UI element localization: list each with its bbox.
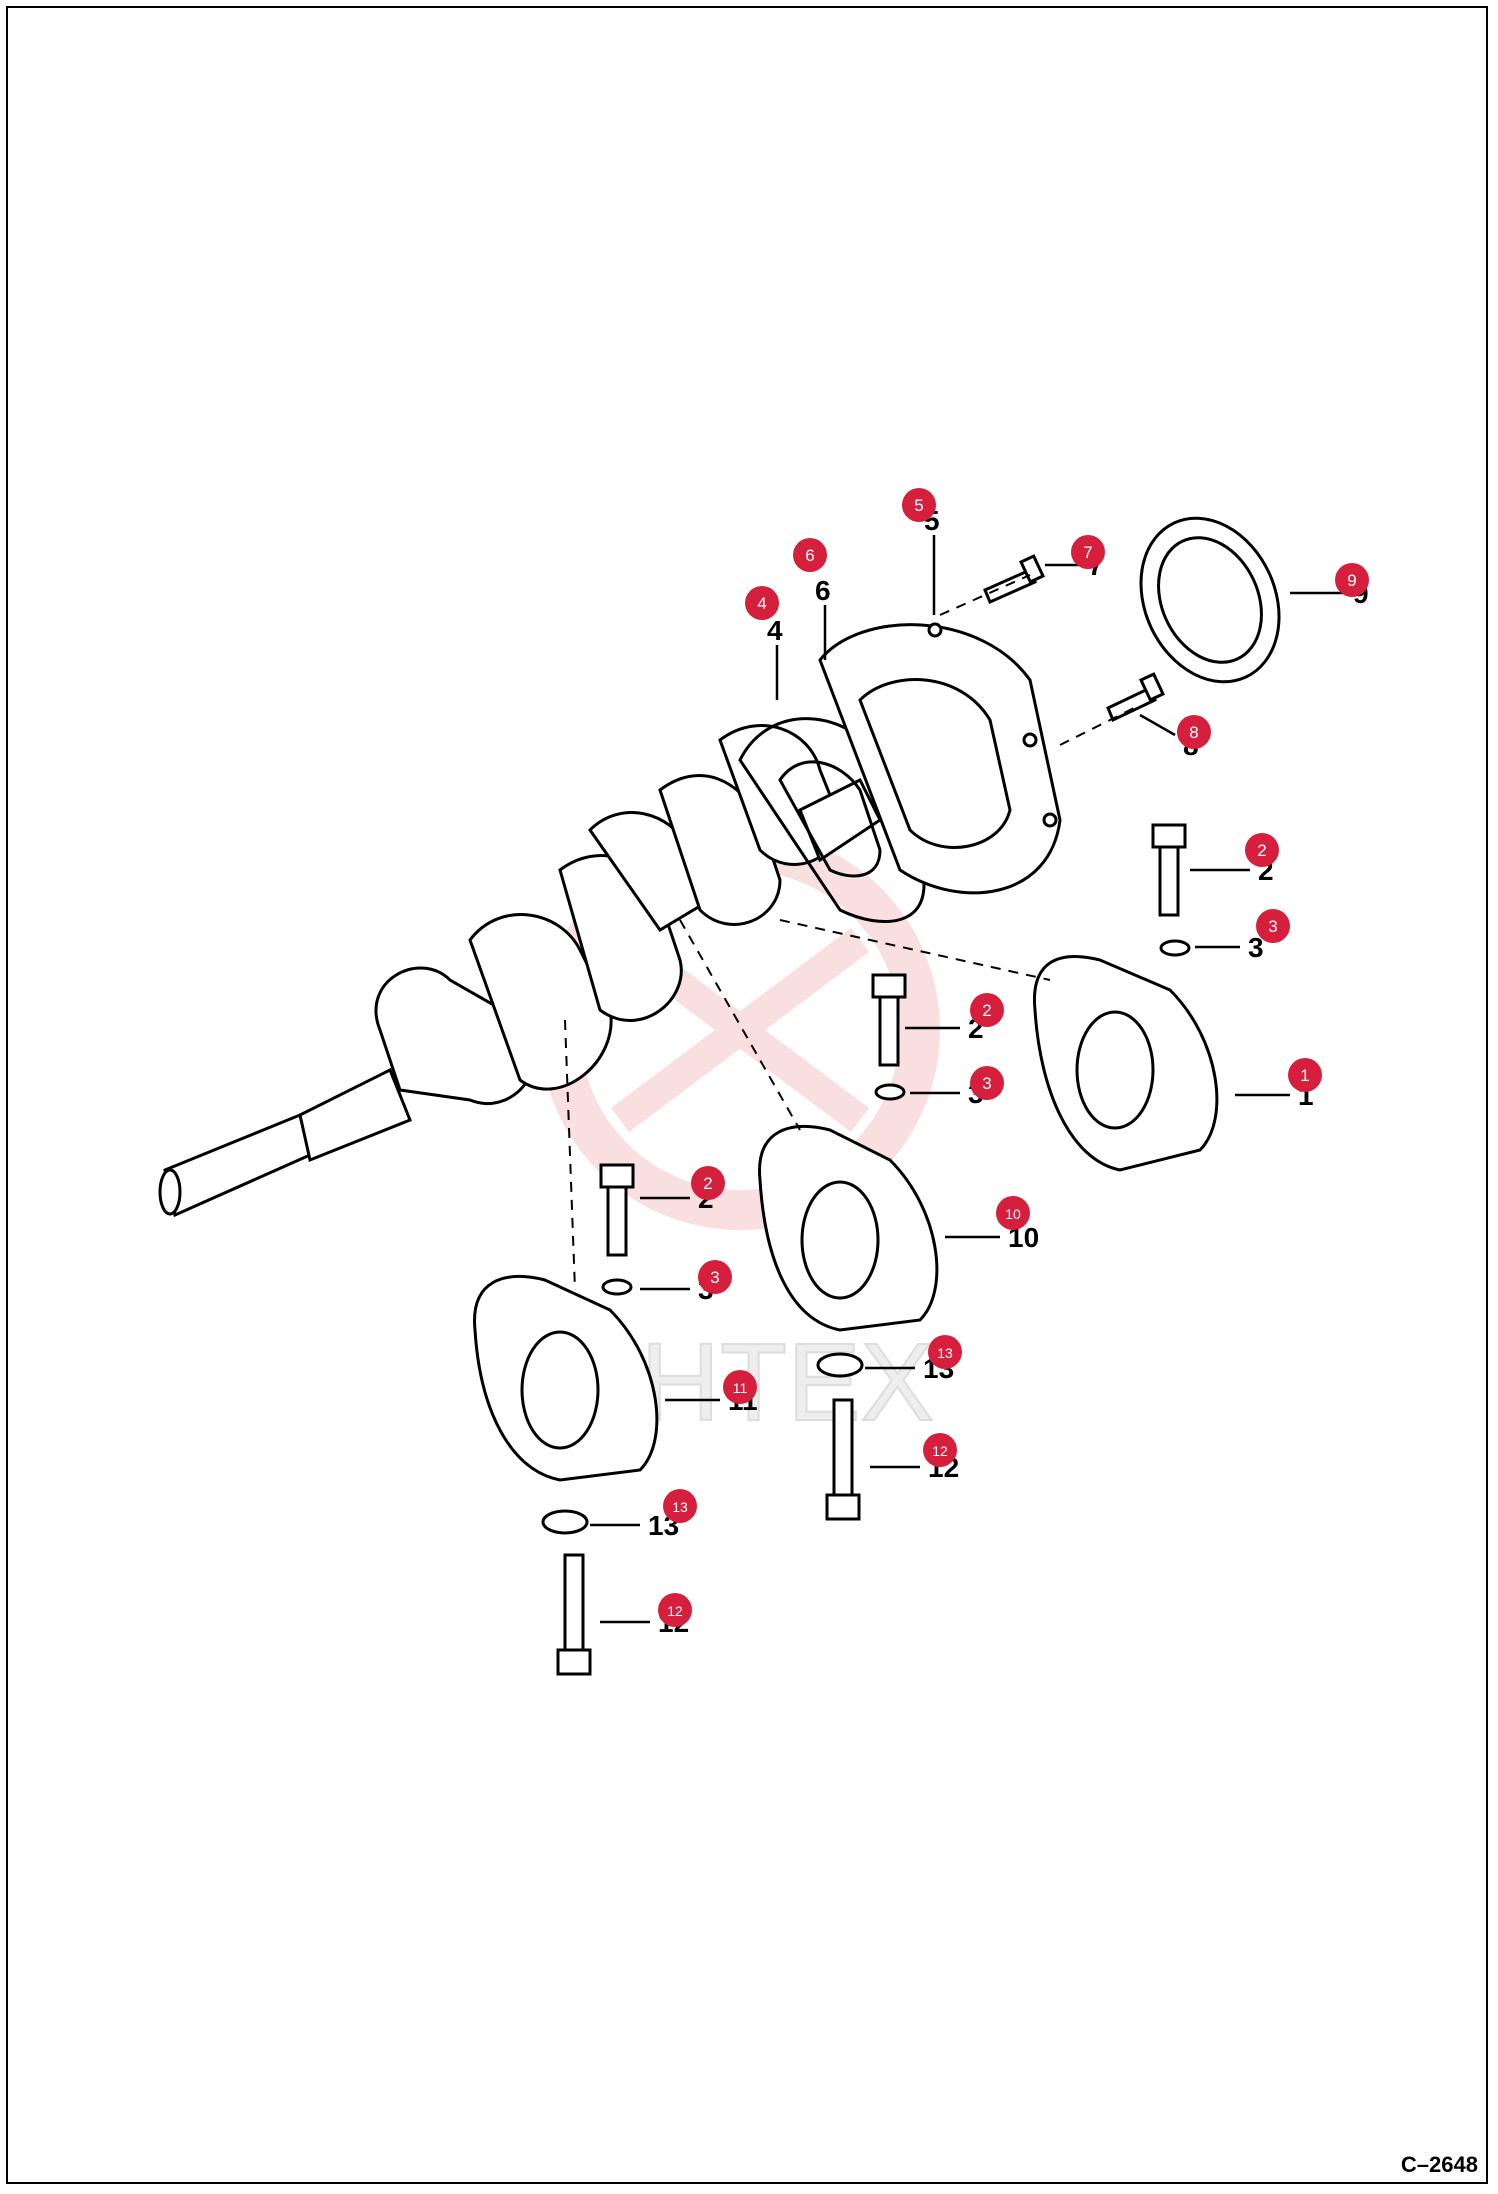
callout-badge-circle [996, 1196, 1030, 1230]
callout-badge-9: 9 [1335, 563, 1369, 597]
bolts-12-washers-13 [541, 1352, 864, 1676]
callout-badge-label: 11 [733, 1380, 748, 1396]
callout-badge-10: 10 [996, 1196, 1030, 1230]
callout-badge-3: 3 [1256, 909, 1290, 943]
callout-badge-label: 9 [1347, 571, 1356, 590]
callout-badge-circle [923, 1433, 957, 1467]
callout-badge-2: 2 [1245, 833, 1279, 867]
callout-badge-circle [691, 1166, 725, 1200]
callout-badge-circle [928, 1335, 962, 1369]
callout-badge-label: 1 [1300, 1066, 1309, 1085]
callout-badge-circle [745, 586, 779, 620]
callout-badge-circle [1288, 1058, 1322, 1092]
callout-badge-5: 5 [902, 488, 936, 522]
callout-badge-label: 7 [1083, 543, 1092, 562]
drawing-code: C–2648 [1400, 2152, 1478, 2177]
oil-seal [1139, 516, 1281, 684]
callout-badge-circle [970, 1066, 1004, 1100]
callout-badge-label: 8 [1189, 723, 1198, 742]
callout-badge-circle [1177, 715, 1211, 749]
callout-badge-7: 7 [1071, 535, 1105, 569]
diagram-frame [6, 6, 1488, 2184]
callout-badge-circle [1335, 563, 1369, 597]
callout-badge-circle [970, 993, 1004, 1027]
callout-badge-label: 3 [710, 1268, 719, 1287]
callout-badge-12: 12 [923, 1433, 957, 1467]
callout-badge-label: 2 [1257, 841, 1266, 860]
callout-badge-circle [723, 1370, 757, 1404]
callout-badge-13: 13 [663, 1489, 697, 1523]
callout-badge-label: 12 [932, 1443, 948, 1459]
dashed-center-lines [564, 574, 1141, 1291]
callout-badge-label: 3 [1268, 917, 1277, 936]
callout-badge-circle [902, 488, 936, 522]
callout-badge-circle [1256, 909, 1290, 943]
callout-badge-1: 1 [1288, 1058, 1322, 1092]
callout-badge-11: 11 [723, 1370, 757, 1404]
printed-number: 6 [815, 575, 831, 606]
callout-badge-label: 6 [805, 546, 814, 565]
seal-retainer [818, 622, 1062, 895]
callout-badge-2: 2 [970, 993, 1004, 1027]
callout-badge-6: 6 [793, 538, 827, 572]
watermark-text: IHTEX [610, 1321, 934, 1444]
printed-number: 4 [767, 615, 783, 646]
callout-badge-label: 2 [982, 1001, 991, 1020]
callout-badge-circle [663, 1489, 697, 1523]
bearing-holder-1 [1032, 955, 1219, 1172]
callout-badge-circle [1071, 535, 1105, 569]
callout-badge-circle [793, 538, 827, 572]
callout-badge-4: 4 [745, 586, 779, 620]
callout-badge-label: 10 [1005, 1206, 1021, 1222]
callout-badge-8: 8 [1177, 715, 1211, 749]
callout-badge-2: 2 [691, 1166, 725, 1200]
callout-badge-circle [698, 1260, 732, 1294]
callout-badge-label: 13 [672, 1499, 688, 1515]
callout-badge-label: 4 [757, 594, 766, 613]
callout-badge-circle [658, 1593, 692, 1627]
callout-badge-13: 13 [928, 1335, 962, 1369]
callout-badge-label: 12 [667, 1603, 683, 1619]
bearing-holder-11 [473, 1275, 659, 1482]
callout-badge-label: 2 [703, 1174, 712, 1193]
crankshaft [158, 724, 882, 1218]
bolts-2-washers-3 [599, 823, 1191, 1296]
callout-badge-3: 3 [698, 1260, 732, 1294]
callout-badge-label: 5 [914, 496, 923, 515]
printed-number: 3 [1248, 932, 1264, 963]
callout-badge-3: 3 [970, 1066, 1004, 1100]
callout-badge-12: 12 [658, 1593, 692, 1627]
callout-badge-label: 3 [982, 1074, 991, 1093]
callout-badge-label: 13 [937, 1345, 953, 1361]
leader-lines [590, 535, 1345, 1624]
bearing-holder-10 [758, 1125, 939, 1332]
callout-badge-circle [1245, 833, 1279, 867]
